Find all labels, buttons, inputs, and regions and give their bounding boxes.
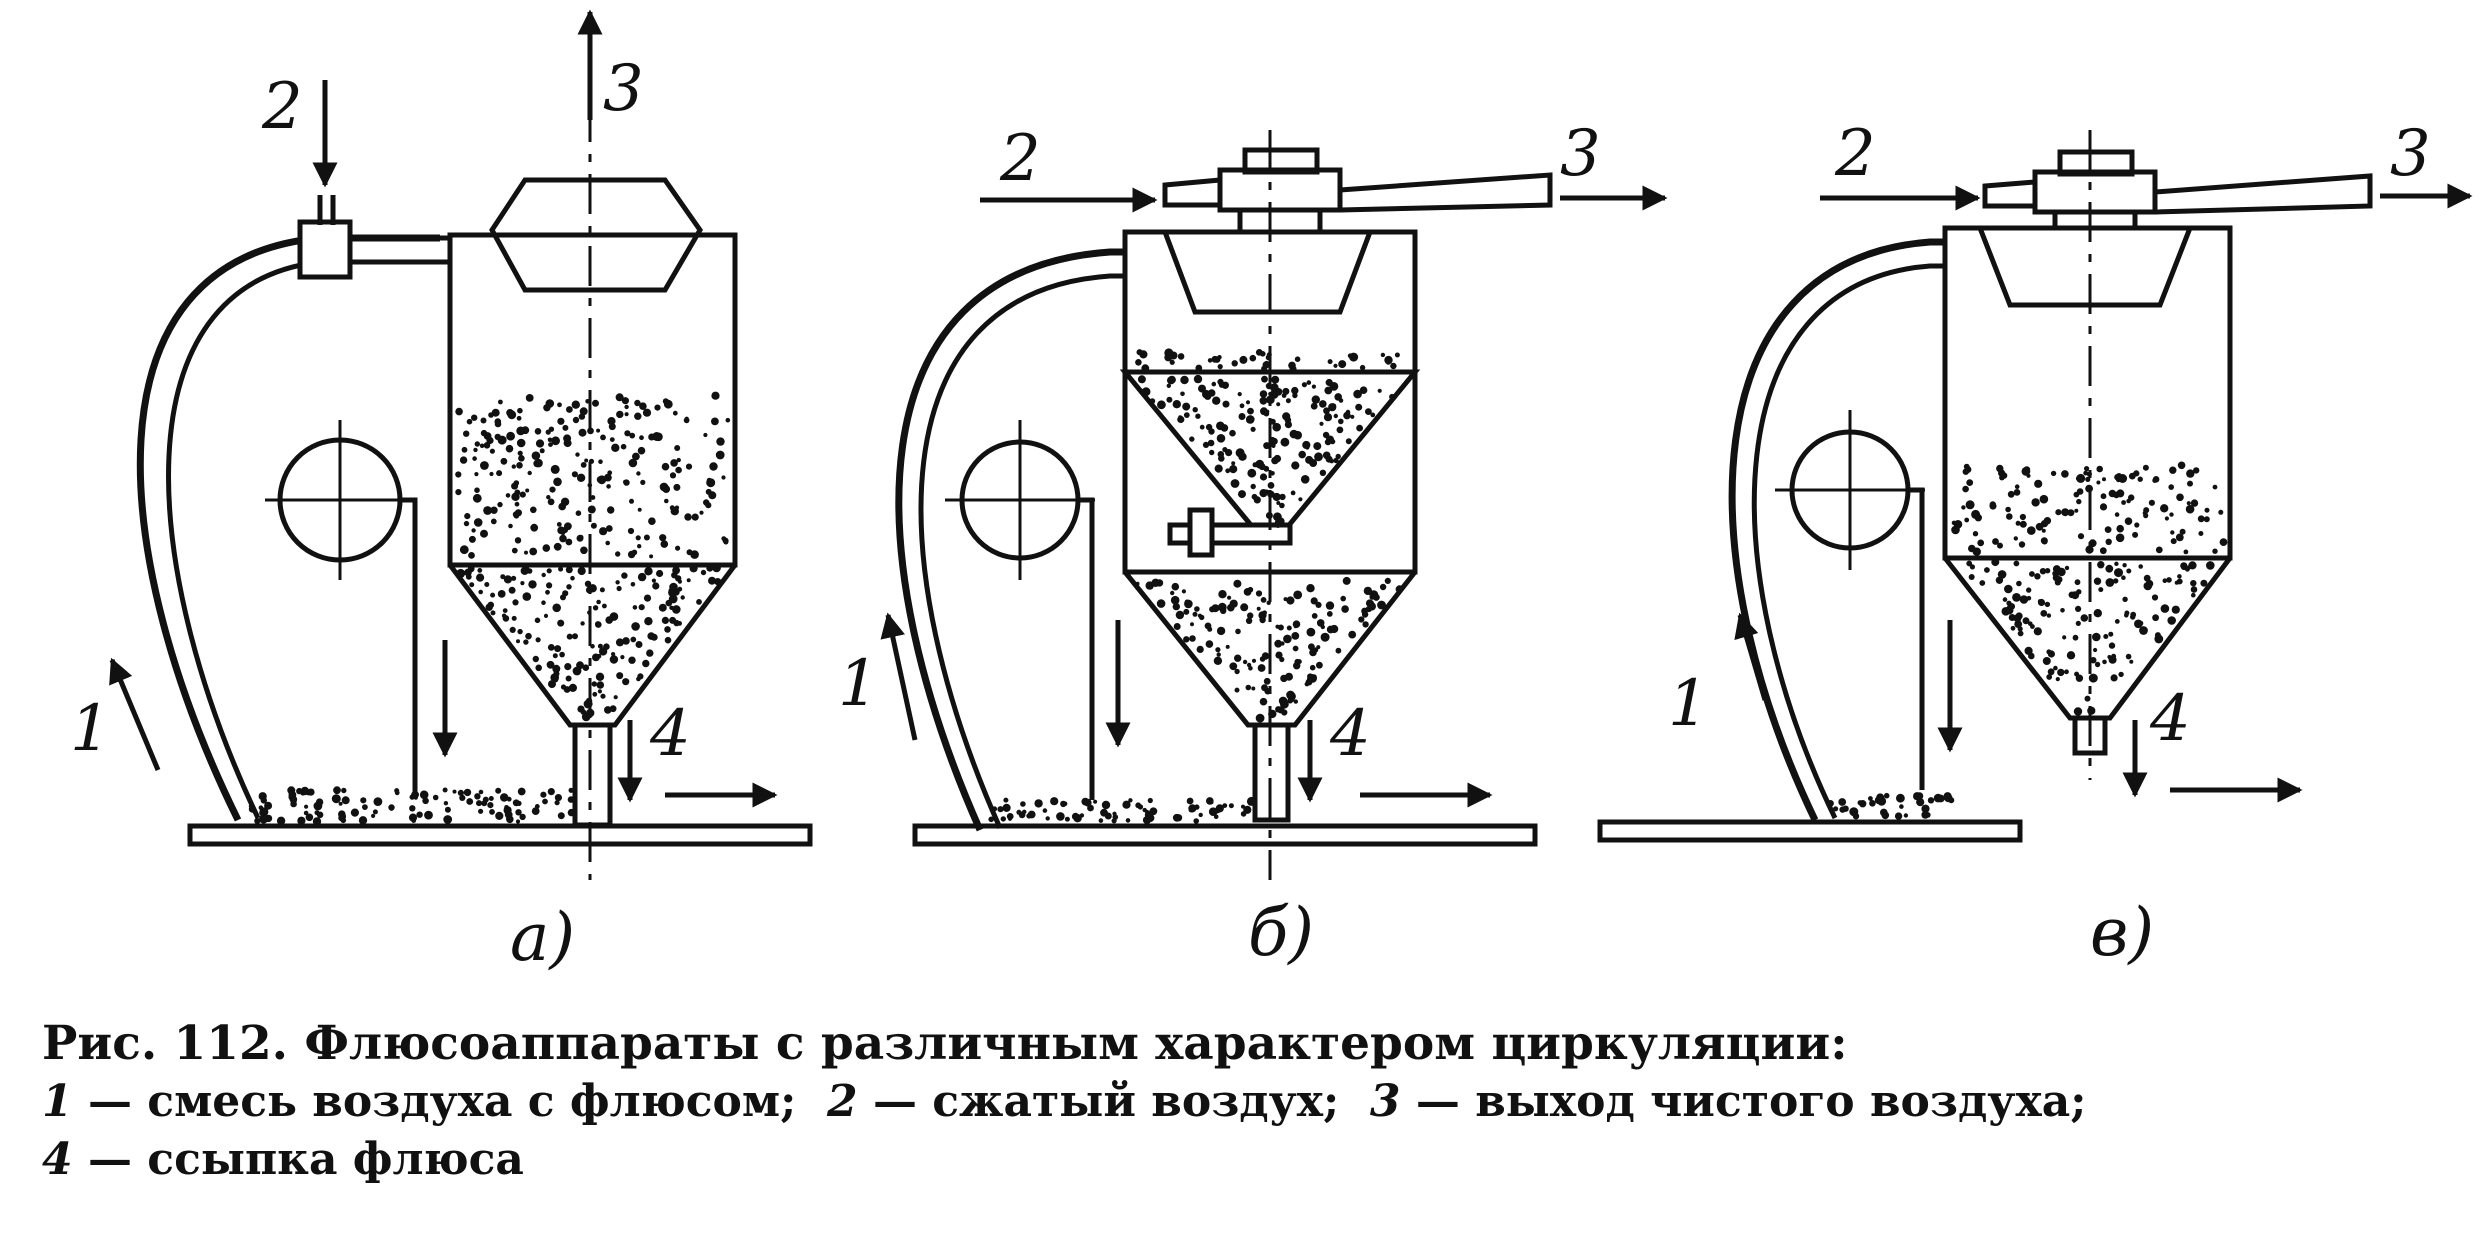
ejector-nozzle [1162, 177, 1223, 208]
flux-apparatus-diagram: 1 2 3 4 a) 1 2 3 [70, 9, 2473, 976]
arrow-1 [1734, 612, 1768, 701]
flux-outlet [572, 722, 613, 828]
flux-grains-b [988, 348, 1404, 825]
panel-c [1597, 130, 2473, 843]
fan-belt [1078, 497, 1095, 800]
label-1: 1 [70, 692, 111, 766]
separator-funnel [1161, 229, 1374, 315]
legend-item: 1 — смесь воздуха с флюсом; [42, 1076, 797, 1127]
air-inlet-nozzle [297, 219, 353, 280]
panel-letter: б) [1248, 894, 1314, 971]
label-3: 3 [603, 52, 644, 126]
base-plate [1597, 819, 2023, 843]
label-3: 3 [1560, 117, 1601, 191]
ejector-diffuser [2154, 173, 2373, 215]
legend-item: 2 — сжатый воздух; [826, 1076, 1340, 1127]
suction-hose [136, 234, 440, 822]
suction-hose [1728, 238, 1945, 822]
base-plate [187, 823, 813, 847]
label-3: 3 [2390, 117, 2431, 191]
caption-legend: 1 — смесь воздуха с флюсом; 2 — сжатый в… [42, 1073, 2462, 1189]
panel-letter: a) [510, 899, 575, 976]
panel-b [880, 130, 1668, 880]
label-2: 2 [1834, 117, 1876, 191]
separator-hood [489, 177, 703, 293]
panel-letter: в) [2090, 894, 2154, 971]
label-2: 2 [999, 122, 1041, 196]
label-4: 4 [1329, 697, 1371, 771]
label-1: 1 [838, 647, 879, 721]
panel-a [109, 9, 813, 880]
ejector-body [2032, 169, 2158, 215]
label-4: 4 [2149, 682, 2191, 756]
legend-item: 4 — ссыпка флюса [42, 1134, 524, 1185]
figure-caption: Рис. 112. Флюсоаппараты с различным хара… [42, 1015, 2462, 1189]
ejector-diffuser [1339, 172, 1553, 213]
flux-grains-a [248, 391, 731, 826]
caption-title: Рис. 112. Флюсоаппараты с различным хара… [42, 1016, 1848, 1071]
legend-item: 3 — выход чистого воздуха; [1369, 1076, 2087, 1127]
cyclone-body [447, 232, 738, 568]
ejector-body [1217, 167, 1343, 213]
arrow-1 [880, 612, 918, 741]
flux-grains-c [1827, 461, 2228, 820]
fan-belt [1908, 487, 1925, 790]
label-1: 1 [1668, 667, 1709, 741]
fan-belt [400, 497, 418, 795]
arrow-1 [109, 657, 161, 771]
label-4: 4 [649, 697, 691, 771]
suction-hose [895, 248, 1125, 832]
base-plate [912, 823, 1538, 847]
label-2: 2 [261, 70, 303, 144]
ejector-nozzle [1982, 179, 2038, 209]
separator-funnel [1976, 225, 2194, 308]
